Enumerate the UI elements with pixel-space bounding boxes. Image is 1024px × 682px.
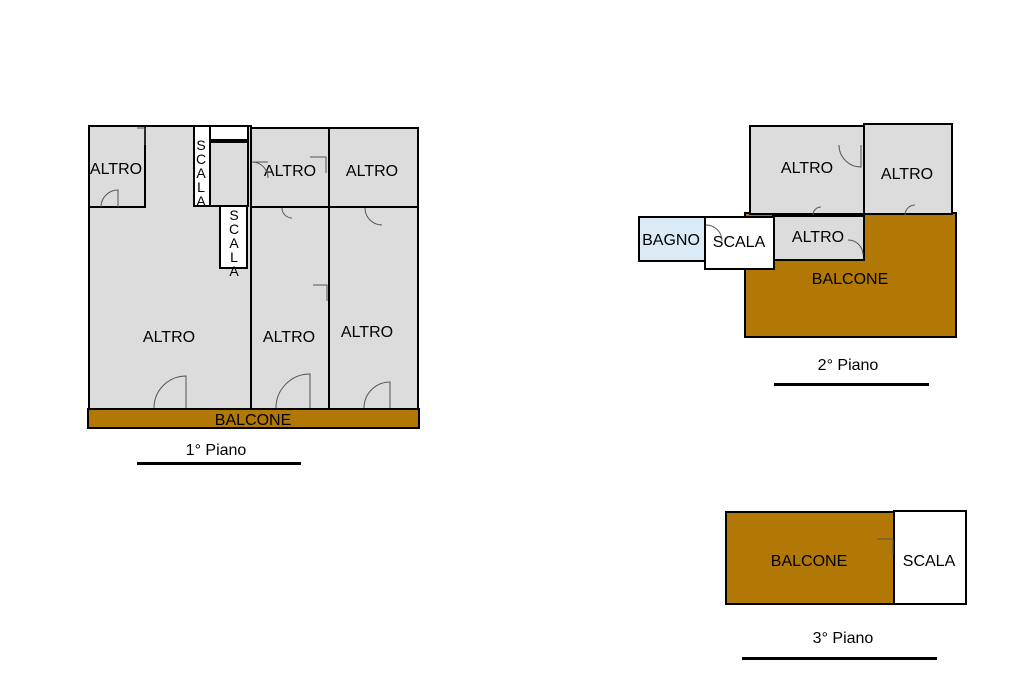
floor1-label-altro-main: ALTRO <box>142 329 196 346</box>
floor3-label-balcone: BALCONE <box>770 553 848 570</box>
floor1-stair-shaft <box>209 141 249 207</box>
floor1-label-altro-d: ALTRO <box>262 329 316 346</box>
floor3-scale-bar <box>742 657 937 660</box>
floor1-label-scala-b: SCALA <box>228 207 240 279</box>
floor2-room-bagno[interactable] <box>638 216 706 262</box>
floor3-label-scala: SCALA <box>902 553 956 570</box>
floor1-room-altro-e[interactable] <box>328 206 419 411</box>
floor3-room-balcone[interactable] <box>725 511 896 605</box>
floor1-label-scala-a: SCALA <box>195 137 207 209</box>
floor1-label-altro-b: ALTRO <box>263 163 317 180</box>
floor2-label-altro-a: ALTRO <box>780 160 834 177</box>
floor1-room-scala-b[interactable] <box>219 205 248 269</box>
floor2-label-altro-b: ALTRO <box>880 166 934 183</box>
floor1-room-balcone[interactable] <box>87 408 420 429</box>
floor2-label-altro-c: ALTRO <box>791 229 845 246</box>
floor2-label-balcone: BALCONE <box>811 271 889 288</box>
floor1-room-altro-d[interactable] <box>250 206 330 411</box>
floor1-label-altro-a: ALTRO <box>89 161 143 178</box>
floor2-label-scala: SCALA <box>712 234 766 251</box>
floor1-label-altro-c: ALTRO <box>345 163 399 180</box>
floor2-caption: 2° Piano <box>817 357 879 374</box>
floor2-label-bagno: BAGNO <box>642 232 700 249</box>
floor1-label-altro-e: ALTRO <box>340 324 394 341</box>
floor1-room-altro-c[interactable] <box>328 127 419 208</box>
floor3-caption: 3° Piano <box>812 630 874 647</box>
floor3-room-scala[interactable] <box>893 510 967 605</box>
floor1-stair-landing <box>209 125 249 141</box>
floor1-caption: 1° Piano <box>185 442 247 459</box>
floor1-label-balcone: BALCONE <box>214 412 292 429</box>
floor2-room-altro-a[interactable] <box>749 125 865 215</box>
floor2-room-altro-b[interactable] <box>863 123 953 215</box>
floor1-scale-bar <box>137 462 301 465</box>
floor2-scale-bar <box>774 383 929 386</box>
